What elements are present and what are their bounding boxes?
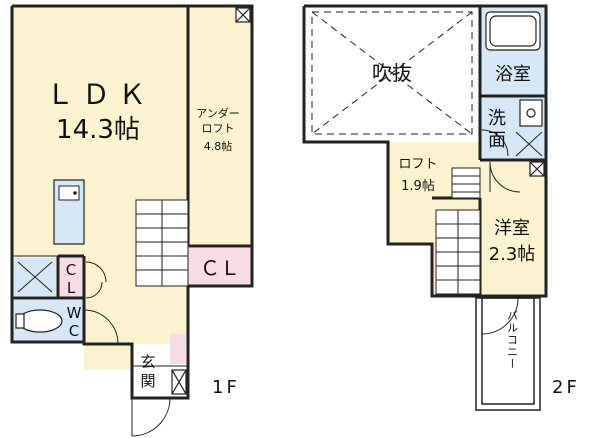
toilet-fixture xyxy=(15,309,63,333)
floor-1: ＬＤＫ 14.3帖 アンダー ロフト 4.8帖 ＣＬ C L W C 玄 関 1… xyxy=(10,4,254,437)
laundry-pan-icon xyxy=(17,261,53,293)
closet-small-label-1: C xyxy=(66,261,76,279)
western-room-name: 洋室 xyxy=(494,218,530,239)
balcony-label: バルコニー xyxy=(506,310,519,370)
wc-door xyxy=(83,309,119,345)
staircase-2f xyxy=(435,209,481,295)
pipe-shaft-icon xyxy=(235,7,251,23)
balcony-door xyxy=(481,297,519,335)
wc-label-1: W xyxy=(67,304,82,322)
thin-lines-1f xyxy=(12,255,188,367)
bath-label: 浴室 xyxy=(495,64,531,85)
under-loft-label-2: ロフト xyxy=(202,122,235,135)
shoe-cabinet xyxy=(170,334,186,364)
wc-label-2: C xyxy=(69,322,79,340)
western-room-door xyxy=(489,161,521,193)
closet-small-label-2: L xyxy=(67,279,76,297)
ldk-size: 14.3帖 xyxy=(56,115,140,145)
under-loft-room xyxy=(188,6,252,246)
loft-size: 1.9帖 xyxy=(401,179,435,194)
closet-large-label: ＣＬ xyxy=(200,256,240,280)
entrance-label-1: 玄 xyxy=(140,353,155,371)
atrium-label: 吹抜 xyxy=(372,61,412,85)
wash-basin-fixture xyxy=(519,99,543,127)
entrance-label-2: 関 xyxy=(140,372,155,390)
floor-2-label: 2F xyxy=(552,377,580,398)
bathtub-fixture xyxy=(485,11,541,51)
closet-door xyxy=(85,261,107,299)
balcony-outline xyxy=(475,297,541,411)
staircase-to-loft xyxy=(451,167,481,199)
laundry-pan-icon xyxy=(515,131,543,157)
washroom-label-1: 洗 xyxy=(488,108,506,129)
pipe-shaft-icon xyxy=(529,161,545,177)
floor-1-label: 1F xyxy=(212,377,240,398)
washroom-door xyxy=(481,129,509,157)
western-room-size: 2.3帖 xyxy=(489,244,536,265)
pipe-shaft-icon xyxy=(171,369,187,395)
atrium-cross-icon xyxy=(311,11,473,135)
under-loft-size: 4.8帖 xyxy=(204,140,233,153)
ldk-name: ＬＤＫ xyxy=(46,78,154,111)
closet-small xyxy=(58,256,84,298)
under-loft-label-1: アンダー xyxy=(196,106,240,120)
staircase-1f xyxy=(135,199,189,287)
loft-name: ロフト xyxy=(398,157,437,172)
balcony-area xyxy=(476,298,540,410)
closet-large xyxy=(188,248,252,286)
floor-2: 吹抜 浴室 洗 面 ロフト 1.9帖 洋室 2.3帖 バルコニー 2F xyxy=(302,4,580,411)
washroom-label-2: 面 xyxy=(488,130,506,151)
kitchen-counter xyxy=(53,179,85,245)
entrance-door xyxy=(131,397,171,437)
